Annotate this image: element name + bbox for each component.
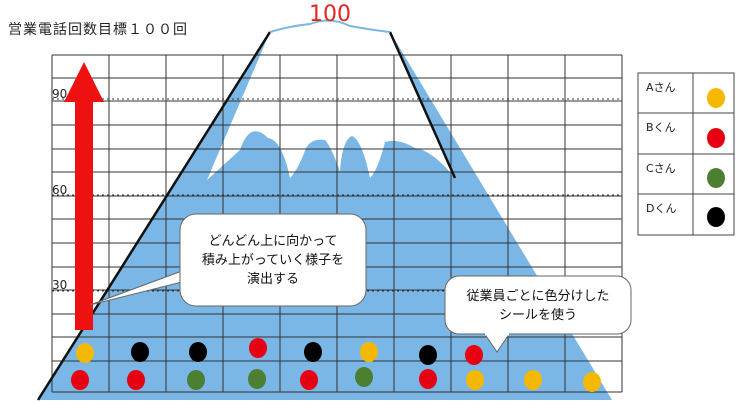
sticker bbox=[127, 370, 145, 390]
axis-label-60: 60 bbox=[52, 183, 68, 197]
sticker bbox=[360, 342, 378, 362]
legend-swatch bbox=[707, 88, 725, 108]
callout-left-text: どんどん上に向かって 積み上がっていく様子を 演出する bbox=[180, 232, 366, 289]
mountain-right-edge bbox=[388, 31, 457, 179]
callout-right-line: シールを使う bbox=[498, 308, 577, 323]
callout-right-bubble bbox=[444, 275, 632, 353]
sticker bbox=[304, 342, 322, 362]
legend-label-c: Cさん bbox=[646, 162, 676, 175]
sticker bbox=[419, 369, 437, 389]
sticker bbox=[131, 342, 149, 362]
sticker bbox=[583, 372, 601, 392]
sticker bbox=[355, 367, 373, 387]
sticker bbox=[466, 370, 484, 390]
legend-label-d: Dくん bbox=[646, 202, 677, 215]
sticker bbox=[76, 343, 94, 363]
legend-swatch bbox=[707, 168, 725, 188]
legend-swatch bbox=[707, 128, 725, 148]
sticker bbox=[524, 370, 542, 390]
axis-label-30: 30 bbox=[52, 278, 68, 292]
callout-left-line: 演出する bbox=[246, 272, 299, 287]
legend-label-a: Aさん bbox=[646, 81, 676, 94]
callout-right-line: 従業員ごとに色分けした bbox=[466, 289, 610, 304]
callout-left-line: どんどん上に向かって bbox=[208, 234, 338, 249]
legend-label-b: Bくん bbox=[646, 121, 676, 134]
axis-label-90: 90 bbox=[52, 87, 68, 101]
callout-left-line: 積み上がっていく様子を bbox=[201, 253, 345, 268]
sticker bbox=[249, 338, 267, 358]
legend-swatches bbox=[707, 88, 725, 227]
sticker bbox=[71, 370, 89, 390]
summit-ridge bbox=[269, 19, 391, 33]
callout-right-text: 従業員ごとに色分けした シールを使う bbox=[445, 287, 631, 325]
upward-arrow bbox=[64, 62, 104, 330]
sticker bbox=[189, 342, 207, 362]
snow-cap bbox=[207, 20, 455, 181]
sticker bbox=[187, 370, 205, 390]
callout-left-bubble bbox=[89, 213, 367, 307]
sticker bbox=[465, 345, 483, 365]
sticker bbox=[300, 370, 318, 390]
legend-swatch bbox=[707, 207, 725, 227]
sticker-group bbox=[71, 338, 601, 392]
sticker bbox=[419, 345, 437, 365]
page-title: 営業電話回数目標１００回 bbox=[8, 22, 188, 38]
sticker bbox=[248, 369, 266, 389]
summit-label: 100 bbox=[309, 2, 351, 27]
mountain-left-edge bbox=[36, 31, 272, 401]
